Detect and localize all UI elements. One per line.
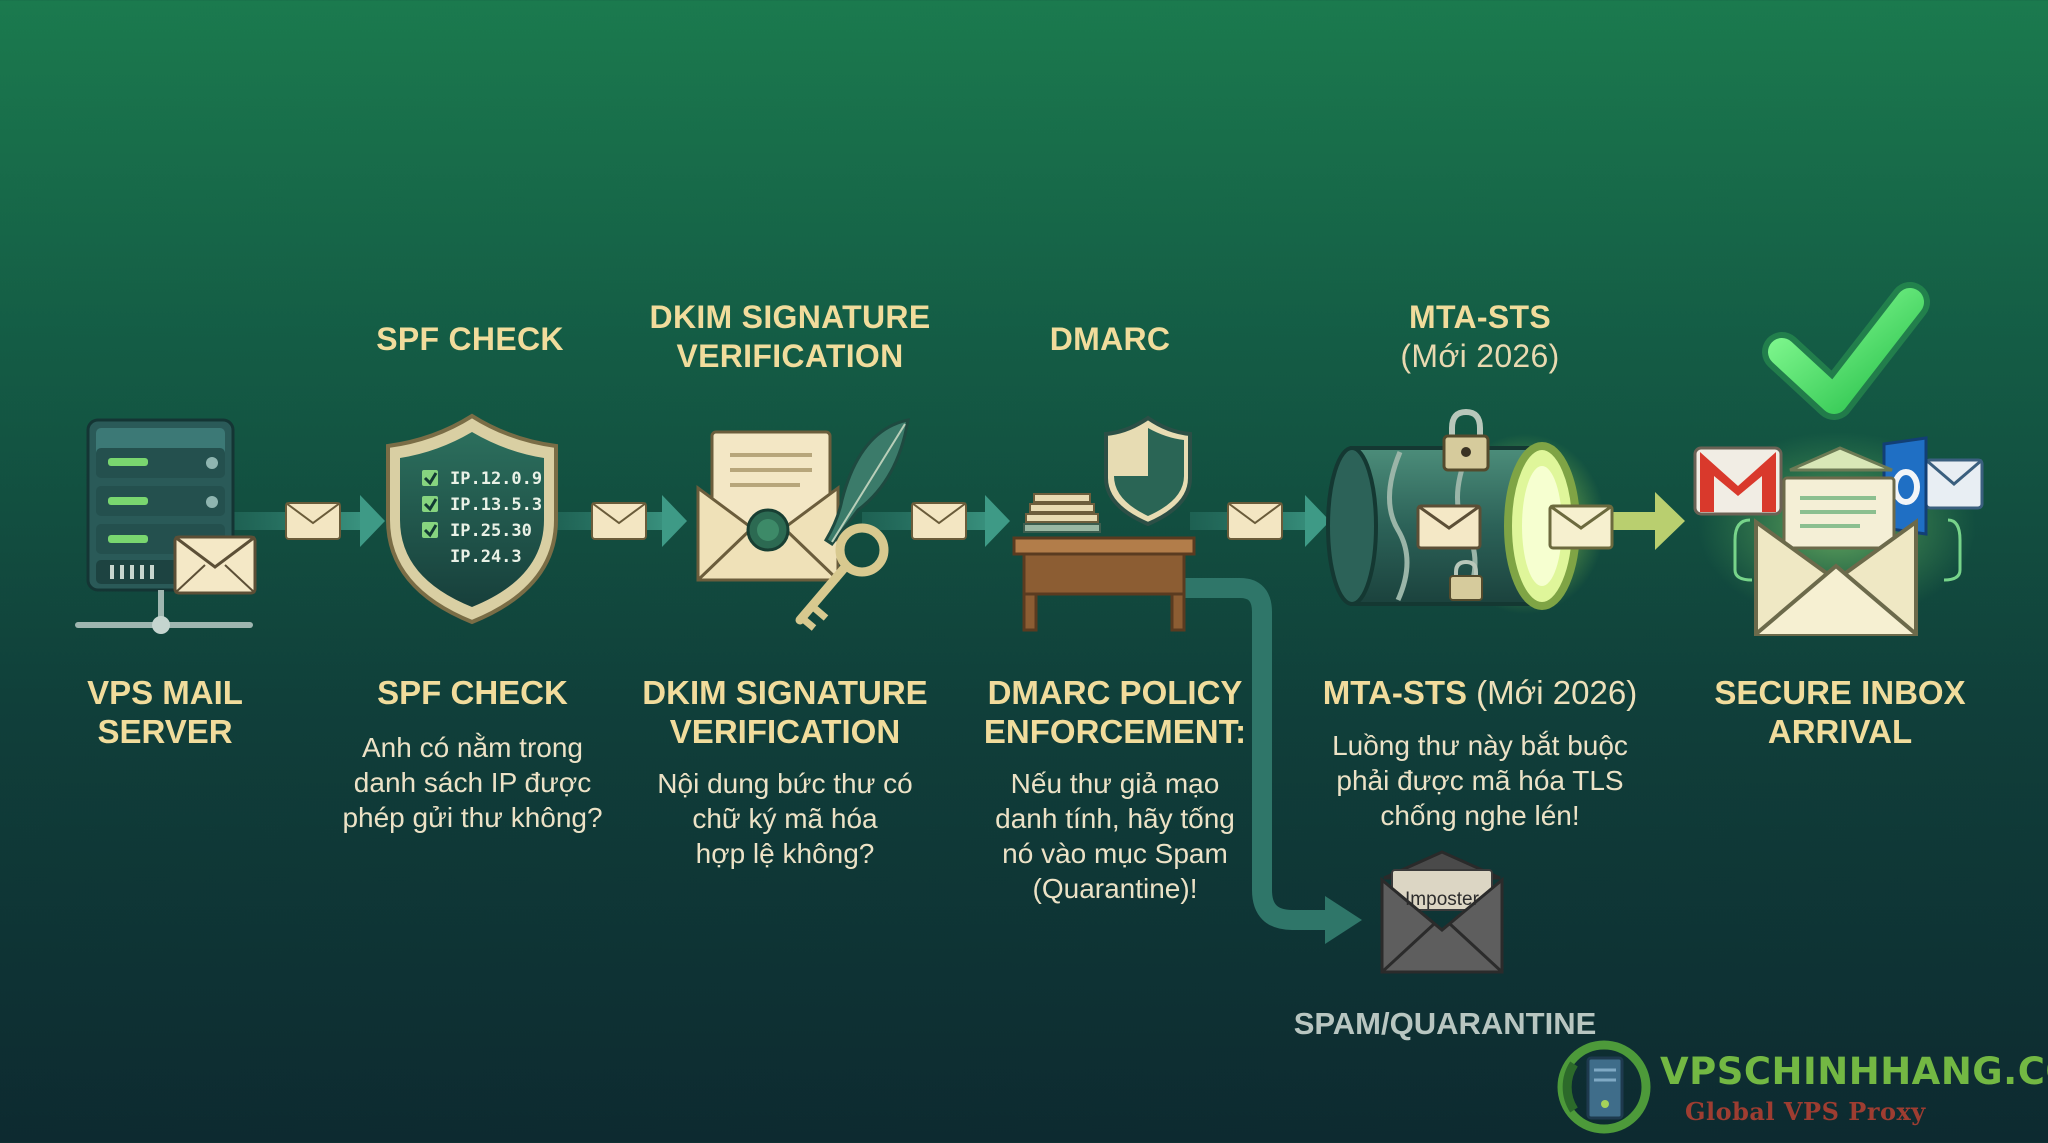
spf-description: Anh có nằm trong danh sách IP được phép … <box>320 730 625 835</box>
dkim-label-line1: DKIM SIGNATURE <box>642 674 928 711</box>
spf-desc-line3: phép gửi thư không? <box>342 802 603 833</box>
mta-sts-description: Luồng thư này bắt buộc phải được mã hóa … <box>1300 728 1660 833</box>
mta-sts-label: MTA-STS (Mới 2026) <box>1300 673 1660 712</box>
vps-label-line2: SERVER <box>97 713 233 750</box>
pipe-envelope-icons <box>285 502 1283 540</box>
mta-sts-desc-line1: Luồng thư này bắt buộc <box>1332 730 1628 761</box>
mta-sts-label-sub: (Mới 2026) <box>1476 674 1638 711</box>
envelope-icon <box>1416 504 1482 550</box>
dkim-desc-line1: Nội dung bức thư có <box>657 768 913 799</box>
spam-branch-arrow <box>1185 578 1362 944</box>
spf-header-text: SPF CHECK <box>376 321 564 357</box>
mta-sts-header-sub: (Mới 2026) <box>1400 338 1560 374</box>
dmarc-label-line2: ENFORCEMENT: <box>983 713 1247 750</box>
dmarc-header-text: DMARC <box>1049 321 1171 357</box>
ip-entry: IP.13.5.3 <box>450 495 542 515</box>
dmarc-desc-line2: danh tính, hãy tống <box>995 803 1235 834</box>
dmarc-label-line1: DMARC POLICY <box>987 674 1243 711</box>
dkim-desc-line3: hợp lệ không? <box>695 838 875 869</box>
dkim-signature-icon <box>696 418 910 631</box>
dkim-label: DKIM SIGNATURE VERIFICATION <box>620 673 950 751</box>
spf-label: SPF CHECK <box>330 673 615 712</box>
brand-logo-icon <box>1557 1040 1651 1134</box>
mta-sts-header: MTA-STS (Mới 2026) <box>1340 298 1620 376</box>
ip-entry: IP.12.0.9 <box>450 469 542 489</box>
spf-label-text: SPF CHECK <box>377 674 568 711</box>
dkim-description: Nội dung bức thư có chữ ký mã hóa hợp lệ… <box>630 766 940 871</box>
envelope-icon <box>173 535 257 595</box>
ip-entry: IP.25.30 <box>450 521 532 541</box>
dkim-label-line2: VERIFICATION <box>669 713 901 750</box>
envelope-icon <box>1548 504 1614 550</box>
spam-quarantine-label: SPAM/QUARANTINE <box>1293 1006 1597 1041</box>
imposter-envelope-icon: Imposter <box>1380 850 1504 974</box>
dkim-header: DKIM SIGNATURE VERIFICATION <box>610 298 970 376</box>
vps-label: VPS MAIL SERVER <box>40 673 290 751</box>
mta-sts-label-text: MTA-STS <box>1322 674 1467 711</box>
dkim-desc-line2: chữ ký mã hóa <box>692 803 878 834</box>
secure-inbox-icon <box>1693 432 1984 636</box>
vps-label-line1: VPS MAIL <box>87 674 243 711</box>
ip-entry: IP.24.3 <box>450 547 522 567</box>
dkim-header-line1: DKIM SIGNATURE <box>649 299 931 335</box>
inbox-label-line2: ARRIVAL <box>1767 713 1913 750</box>
dmarc-header: DMARC <box>990 320 1230 359</box>
brand-tagline: Global VPS Proxy <box>1685 1097 1926 1126</box>
mta-sts-desc-line2: phải được mã hóa TLS <box>1336 765 1624 796</box>
padlock-icon <box>1449 559 1483 601</box>
key-icon <box>795 523 889 631</box>
dmarc-policy-desk-icon <box>1012 415 1196 632</box>
gmail-icon <box>1693 446 1783 516</box>
imposter-label: Imposter <box>1405 889 1480 910</box>
inbox-label: SECURE INBOX ARRIVAL <box>1690 673 1990 751</box>
dmarc-desc-line1: Nếu thư giả mạo <box>1010 768 1220 799</box>
paper-stack <box>1023 493 1101 533</box>
green-check-icon <box>1762 282 1930 420</box>
spf-shield-icon: IP.12.0.9 IP.13.5.3 IP.25.30 IP.24.3 <box>386 413 558 625</box>
dmarc-label: DMARC POLICY ENFORCEMENT: <box>955 673 1275 751</box>
spf-desc-line2: danh sách IP được <box>353 767 592 798</box>
padlock-icon <box>1442 408 1490 472</box>
mta-sts-header-text: MTA-STS <box>1409 299 1551 335</box>
server-icon <box>75 418 257 634</box>
brand-name[interactable]: VPSCHINHHANG.COM <box>1660 1050 2048 1093</box>
inbox-label-line1: SECURE INBOX <box>1714 674 1966 711</box>
dkim-header-line2: VERIFICATION <box>676 338 904 374</box>
dmarc-desc-line4: (Quarantine)! <box>1032 873 1198 904</box>
mta-sts-desc-line3: chống nghe lén! <box>1380 800 1580 831</box>
dmarc-description: Nếu thư giả mạo danh tính, hãy tống nó v… <box>955 766 1275 906</box>
dmarc-desc-line3: nó vào mục Spam <box>1002 838 1228 869</box>
spf-header: SPF CHECK <box>350 320 590 359</box>
spf-desc-line1: Anh có nằm trong <box>361 732 584 763</box>
mta-sts-tunnel-icon <box>1326 408 1614 614</box>
